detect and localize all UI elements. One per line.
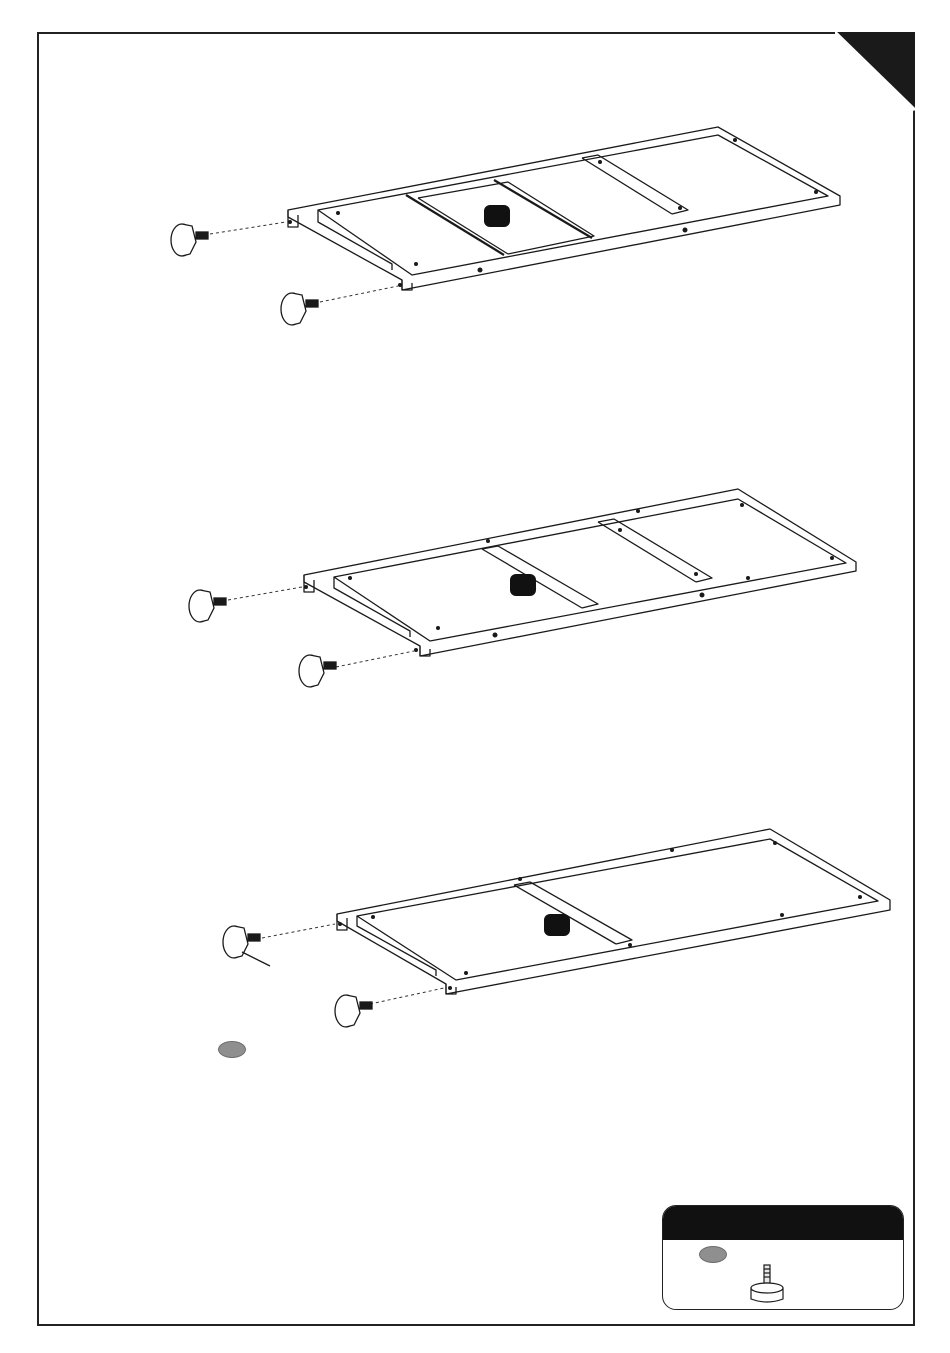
step-3-part-callout bbox=[218, 1041, 246, 1058]
leveling-foot-icon bbox=[335, 995, 372, 1027]
leveling-foot-icon bbox=[223, 926, 260, 958]
parts-box-part-label bbox=[699, 1246, 727, 1263]
leveling-foot-icon bbox=[747, 1261, 787, 1310]
parts-box-header bbox=[663, 1206, 903, 1240]
step-3-callout bbox=[544, 914, 570, 936]
parts-box bbox=[662, 1205, 904, 1310]
